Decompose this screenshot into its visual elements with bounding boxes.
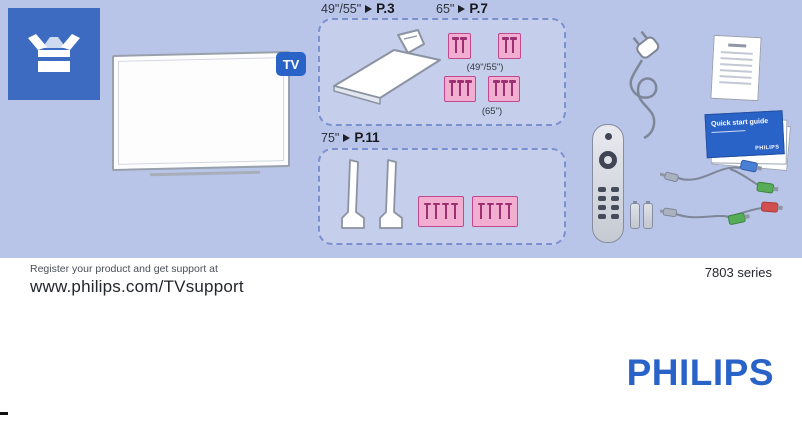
screw-pack [488, 76, 520, 102]
screw-pack [498, 33, 521, 59]
screw-pack-label-65: (65") [481, 106, 503, 117]
screw-pack [448, 33, 471, 59]
screw-pack-label-49-55: (49"/55") [466, 62, 504, 73]
remote-power-button [605, 133, 612, 140]
arrow-icon [458, 4, 466, 13]
stand-small-label-a: 49"/55" P.3 [321, 1, 395, 16]
size-75-text: 75" [321, 130, 340, 145]
arrow-icon [343, 133, 351, 142]
screw-pack [472, 196, 518, 227]
screw-pack [444, 76, 476, 102]
av-adapter-cables-illustration [660, 159, 783, 225]
tv-illustration [112, 50, 290, 172]
crop-mark [0, 412, 8, 415]
qsg-brand-label: PHILIPS [755, 144, 780, 152]
remote-dpad [599, 151, 617, 169]
page-ref-p7: P.7 [469, 1, 488, 16]
size-65-text: 65" [436, 1, 455, 16]
tv-badge: TV [276, 52, 306, 76]
tv-stand-illustration [333, 29, 441, 105]
register-text: Register your product and get support at [30, 263, 218, 275]
stand-small-label-b: 65" P.7 [436, 1, 488, 16]
remote-buttons [598, 187, 619, 219]
tv-badge-label: TV [282, 56, 300, 72]
stand-large-box [318, 148, 566, 245]
qsg-rule [711, 130, 746, 134]
philips-logo: PHILIPS [626, 352, 774, 393]
tv-base-line [150, 170, 260, 177]
screw-pack [418, 196, 464, 227]
page-ref-p3: P.3 [376, 1, 395, 16]
remote-control-illustration [592, 124, 624, 243]
battery-illustration [630, 201, 640, 229]
series-label: 7803 series [704, 265, 772, 280]
hero-panel: TV 49"/55" P.3 65" P.7 [0, 0, 802, 258]
stand-small-box: (49"/55") (65") [318, 18, 566, 126]
battery-illustration [643, 201, 653, 229]
safety-leaflet-illustration [710, 34, 762, 102]
power-cord-illustration [629, 30, 660, 140]
page-ref-p11: P.11 [354, 130, 380, 145]
unboxing-tile [8, 8, 100, 100]
open-box-icon [28, 34, 80, 72]
arrow-icon [365, 4, 373, 13]
qsg-title: Quick start guide [710, 117, 769, 128]
support-url: www.philips.com/TVsupport [30, 277, 244, 296]
tv-legs-illustration [341, 159, 403, 229]
stand-large-label: 75" P.11 [321, 130, 380, 145]
size-49-55-text: 49"/55" [321, 1, 362, 16]
